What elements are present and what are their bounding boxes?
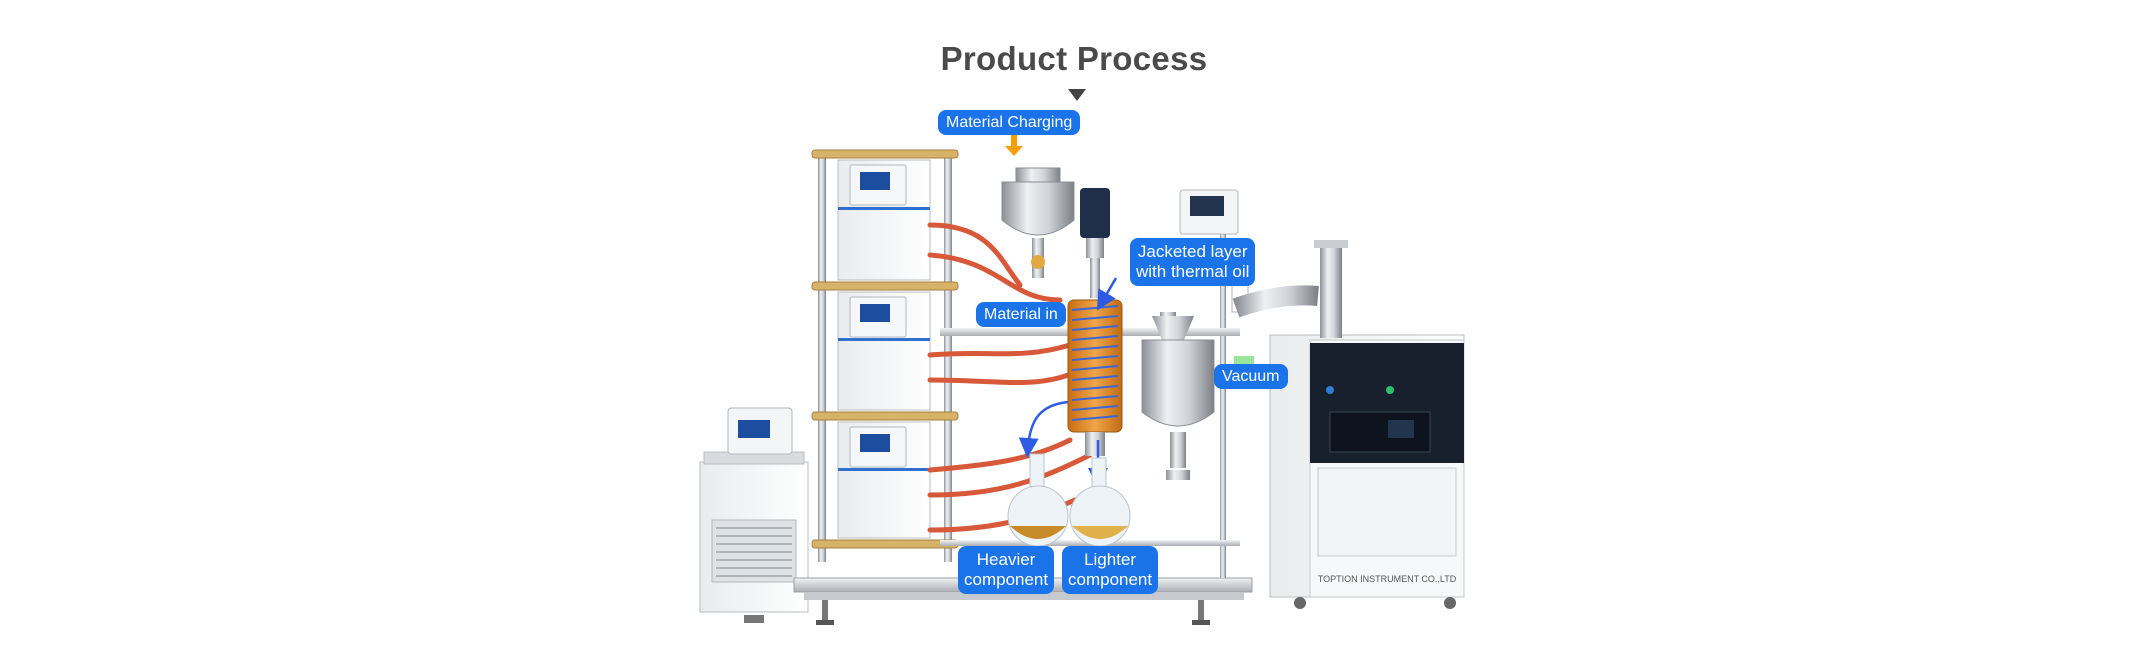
label-material-in: Material in bbox=[976, 302, 1066, 327]
material-charging-arrow-icon bbox=[1005, 134, 1023, 156]
motor bbox=[1080, 188, 1110, 298]
lighter-component-flask bbox=[1069, 457, 1131, 547]
label-jacketed-layer: Jacketed layer with thermal oil bbox=[1130, 238, 1256, 286]
evaporator-column bbox=[1067, 299, 1123, 456]
cabinet-nameplate: TOPTION INSTRUMENT CO.,LTD bbox=[1318, 574, 1457, 584]
page-title: Product Process bbox=[940, 40, 1208, 77]
label-vacuum: Vacuum bbox=[1214, 364, 1288, 389]
vacuum-pump-cabinet: TOPTION INSTRUMENT CO.,LTD bbox=[1269, 240, 1465, 609]
heating-hoses bbox=[927, 222, 1093, 533]
feed-tank bbox=[1001, 167, 1075, 278]
heavier-component-flask bbox=[1007, 453, 1069, 547]
title-down-arrow-icon bbox=[1068, 89, 1086, 101]
label-heavier-component: Heavier component bbox=[958, 546, 1055, 594]
chiller-unit bbox=[699, 407, 809, 623]
condenser bbox=[1141, 312, 1215, 480]
label-material-charging: Material Charging bbox=[938, 110, 1081, 135]
circulator-rack bbox=[811, 149, 959, 562]
label-lighter-component: Lighter component bbox=[1062, 546, 1159, 594]
cold-trap bbox=[1179, 189, 1319, 364]
